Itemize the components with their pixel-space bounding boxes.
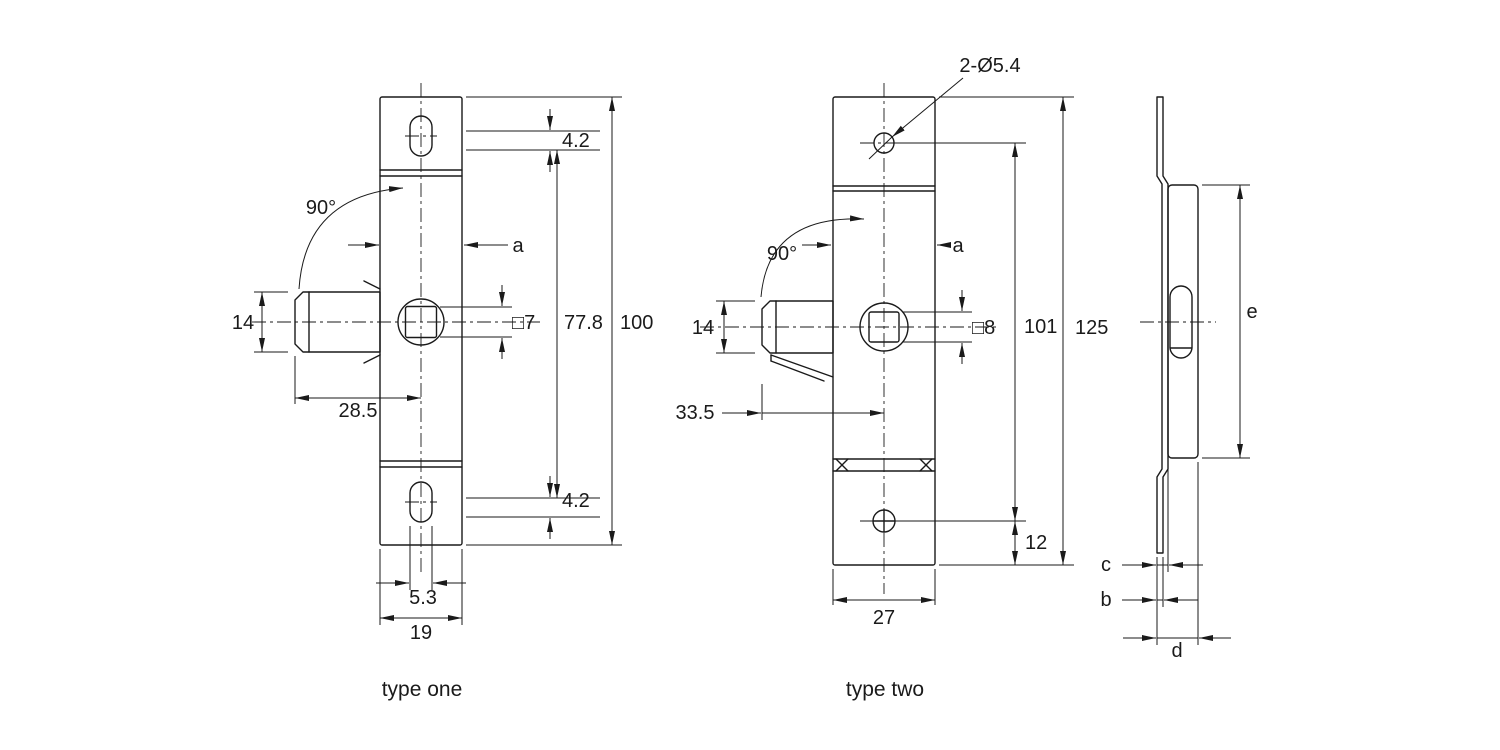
type-one-centerlines xyxy=(252,83,540,576)
serration-tick xyxy=(919,458,933,472)
clip-line xyxy=(363,354,381,364)
total-height-label: 125 xyxy=(1075,317,1108,339)
hole-spacing-label: 101 xyxy=(1024,316,1057,338)
angle-arc xyxy=(298,186,404,290)
clip-line xyxy=(770,360,825,382)
inner-height-label: 77.8 xyxy=(564,312,603,334)
type-one-geometry xyxy=(294,96,463,546)
lock-barrel xyxy=(294,291,381,353)
thickness-b-label: b xyxy=(1100,589,1111,611)
lock-barrel xyxy=(761,300,834,354)
type-one-view: 90° a 14 □7 77.8 100 4.2 4.2 28.5 5.3 19… xyxy=(232,83,654,701)
barrel-height-label: 14 xyxy=(232,312,254,334)
depth-d-label: d xyxy=(1171,640,1182,662)
type-two-caption: type two xyxy=(846,678,924,701)
square-spindle-label: □7 xyxy=(512,312,535,334)
square-spindle-label: □8 xyxy=(972,317,995,339)
side-view: e c b d xyxy=(1100,96,1258,662)
plate-profile xyxy=(1156,96,1169,554)
width-var-label: a xyxy=(952,235,964,257)
angle-label: 90° xyxy=(306,197,336,219)
leader-line xyxy=(891,77,964,138)
tab-offset-bottom-label: 4.2 xyxy=(562,490,590,512)
screw-offset-label: 12 xyxy=(1025,532,1047,554)
housing-length-label: e xyxy=(1246,301,1257,323)
width-var-label: a xyxy=(512,235,524,257)
barrel-height-label: 14 xyxy=(692,317,714,339)
side-view-geometry xyxy=(1156,96,1199,554)
angle-label: 90° xyxy=(767,243,797,265)
serration-tick xyxy=(835,458,849,472)
leader-line xyxy=(868,136,893,160)
type-one-labels: 90° a 14 □7 77.8 100 4.2 4.2 28.5 5.3 19… xyxy=(232,130,654,701)
type-two-centerlines xyxy=(700,83,1000,594)
housing-profile xyxy=(1167,184,1199,459)
type-two-labels: 2-Ø5.4 90° a 14 □8 101 125 33.5 12 27 ty… xyxy=(676,55,1109,701)
backset-label: 33.5 xyxy=(676,402,715,424)
clip-line xyxy=(363,280,381,290)
type-one-dimensions xyxy=(254,96,622,625)
type-two-geometry xyxy=(761,96,936,566)
side-view-labels: e c b d xyxy=(1100,301,1257,662)
type-one-caption: type one xyxy=(382,678,463,701)
type-two-dimensions xyxy=(716,77,1074,605)
angle-arc xyxy=(760,215,865,298)
type-two-view: 2-Ø5.4 90° a 14 □8 101 125 33.5 12 27 ty… xyxy=(676,55,1109,701)
clip-line xyxy=(770,354,834,378)
offset-c-label: c xyxy=(1101,554,1111,576)
plate-width-label: 27 xyxy=(873,607,895,629)
side-view-dimensions xyxy=(1122,184,1250,645)
total-height-label: 100 xyxy=(620,312,653,334)
backset-label: 28.5 xyxy=(339,400,378,422)
tab-offset-top-label: 4.2 xyxy=(562,130,590,152)
slot-width-label: 5.3 xyxy=(409,587,437,609)
holes-note-label: 2-Ø5.4 xyxy=(959,55,1020,77)
plate-width-label: 19 xyxy=(410,622,432,644)
